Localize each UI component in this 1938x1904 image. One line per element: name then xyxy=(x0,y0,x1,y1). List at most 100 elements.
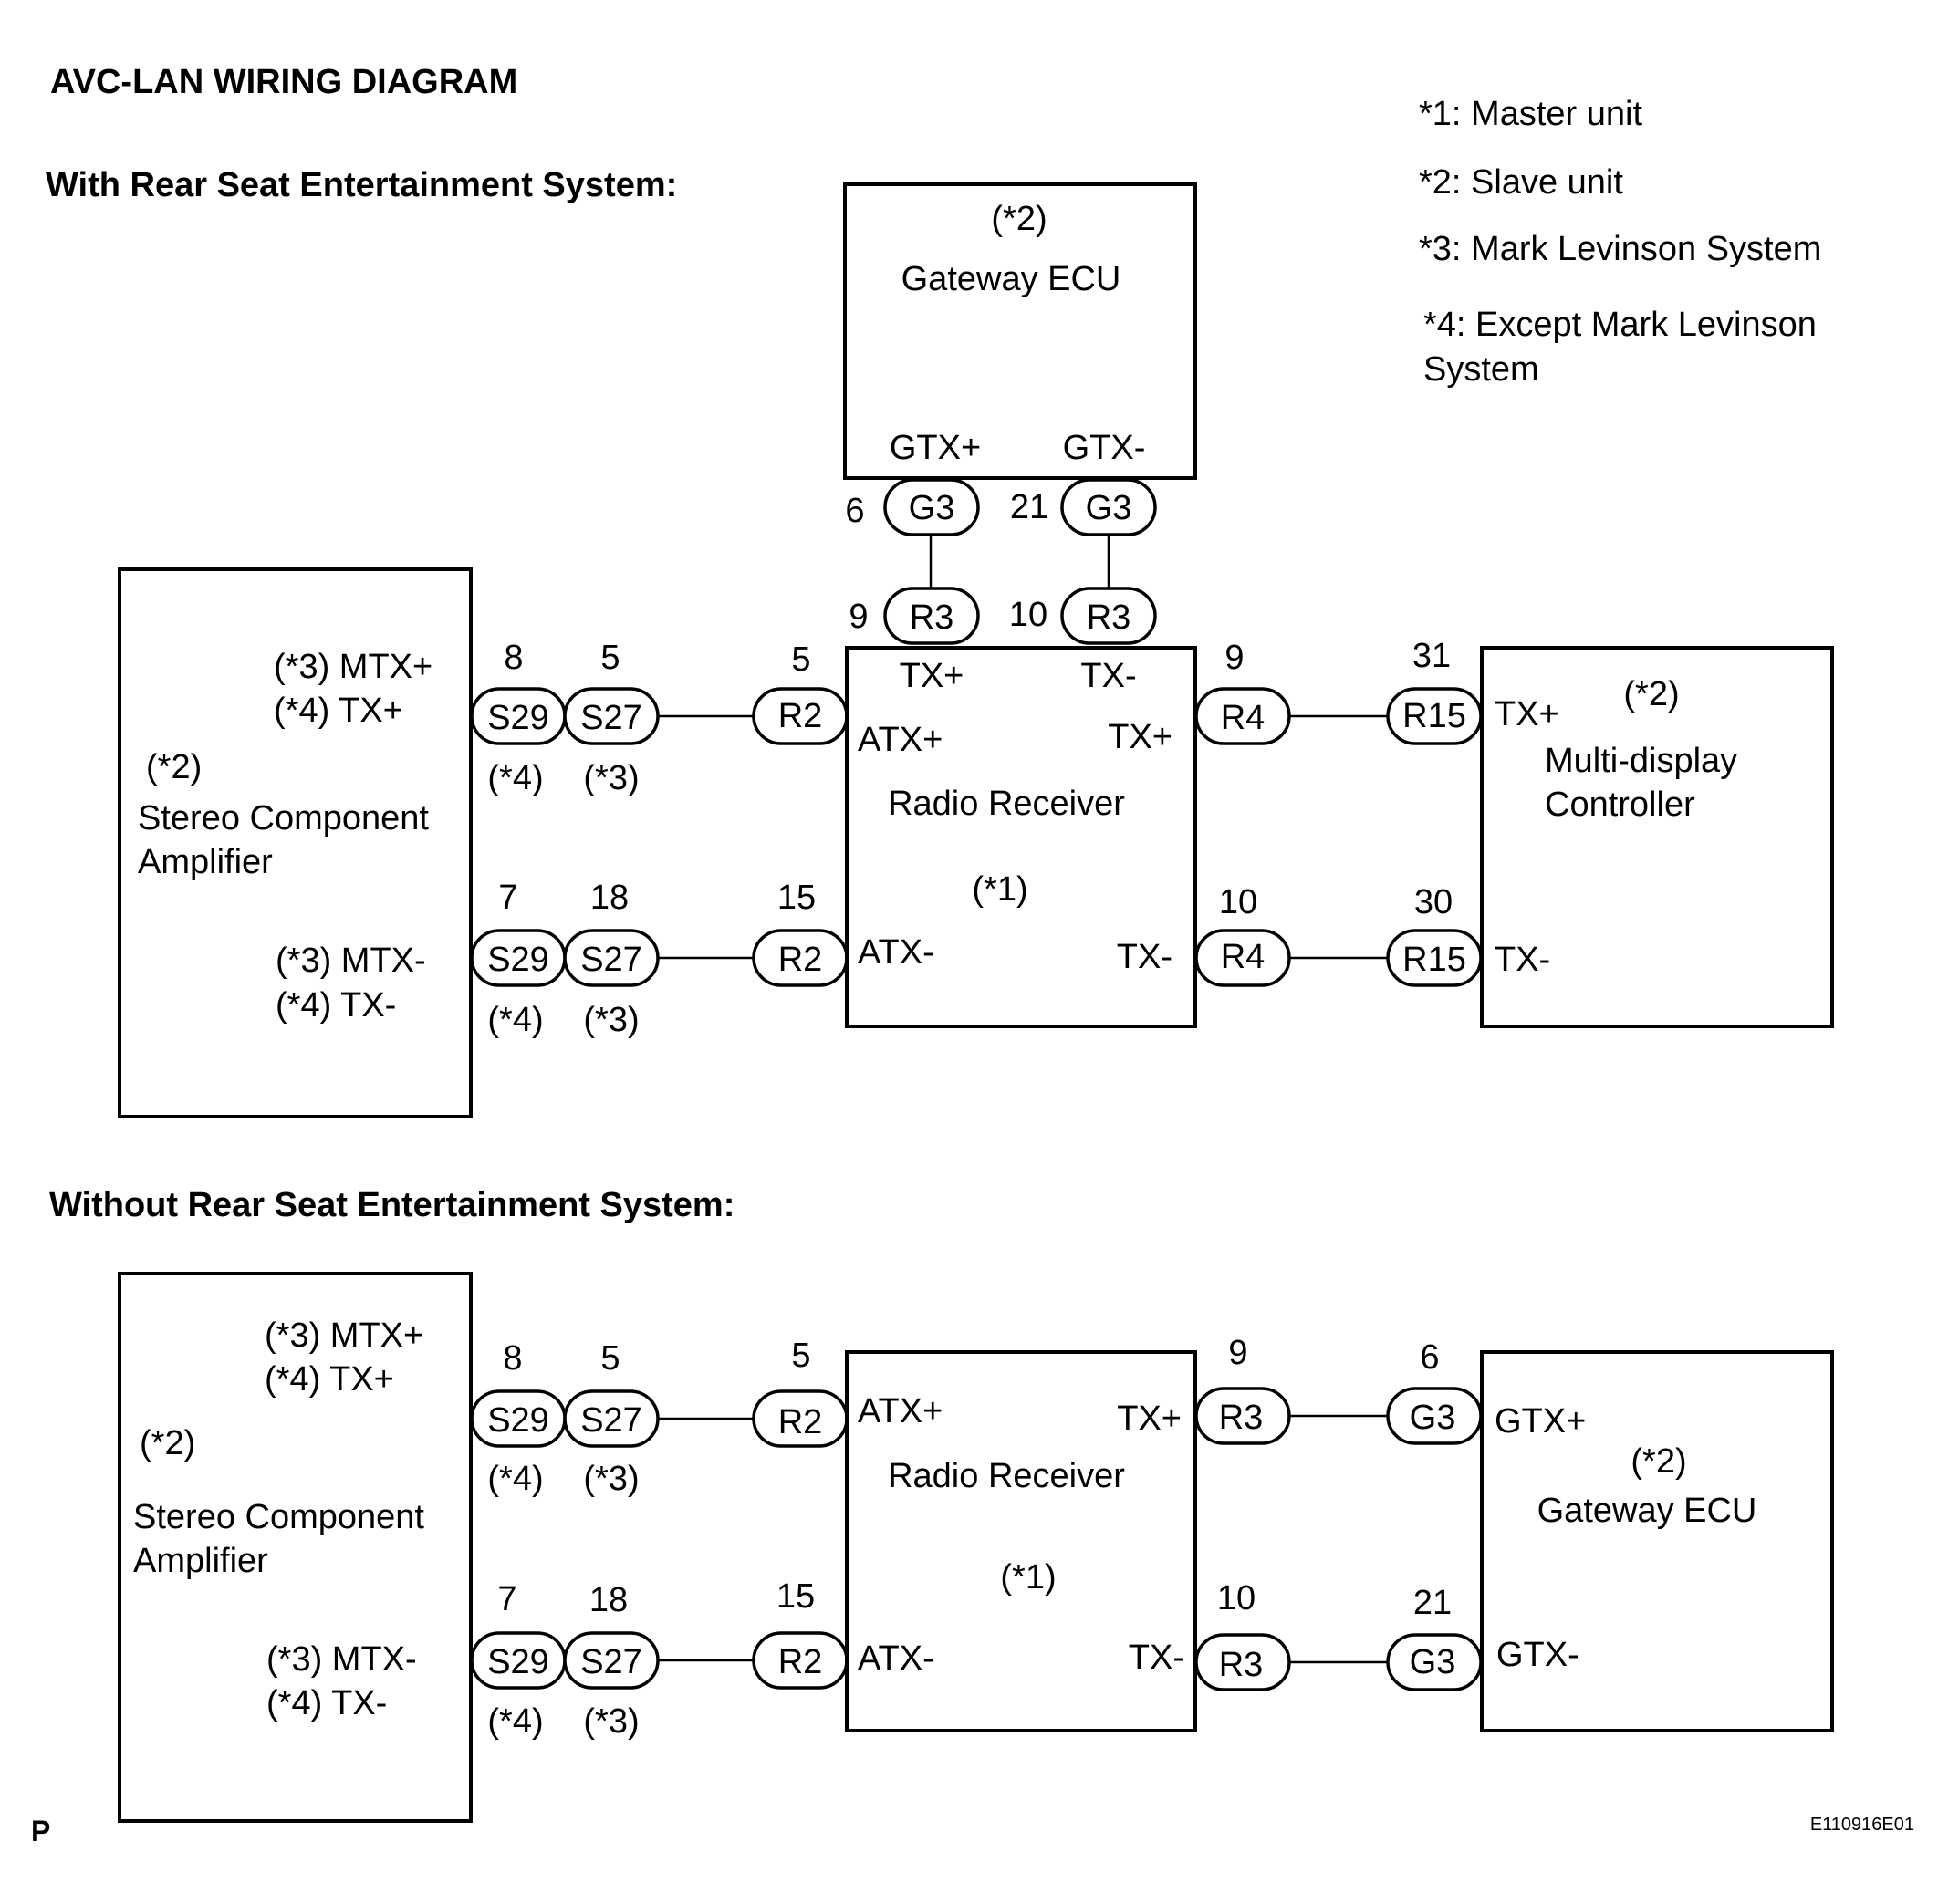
connector-r2-pin5: R2 xyxy=(752,687,849,745)
pin-r4-10: 10 xyxy=(1219,883,1257,921)
pin2-g3-6: 6 xyxy=(1420,1338,1439,1377)
amp2-mtx-minus: (*3) MTX- xyxy=(266,1640,417,1679)
gateway-gtx-plus: GTX+ xyxy=(890,429,981,467)
radio-tx-minus-right: TX- xyxy=(1117,938,1172,976)
amp-name: Stereo Component xyxy=(138,799,429,838)
section-with-rse: With Rear Seat Entertainment System: (*2… xyxy=(46,166,1834,1118)
svg-text:G3: G3 xyxy=(1410,1399,1456,1437)
connector-s27-pin18: S27 xyxy=(563,929,660,987)
amp2-mtx-plus: (*3) MTX+ xyxy=(265,1316,423,1355)
svg-text:G3: G3 xyxy=(1410,1643,1456,1681)
gateway-name: Gateway ECU xyxy=(901,260,1121,298)
pin-s27-18: 18 xyxy=(590,879,629,917)
radio-name: Radio Receiver xyxy=(888,785,1125,823)
connector2-s29-pin8: S29 xyxy=(470,1389,567,1448)
tag-s29-lower: (*4) xyxy=(487,1001,543,1039)
connector2-g3-pin21: G3 xyxy=(1386,1633,1483,1691)
gateway2-gtx-plus: GTX+ xyxy=(1495,1402,1586,1441)
connector-s27-pin5: S27 xyxy=(563,687,660,745)
connector-s29-pin8: S29 xyxy=(470,687,567,745)
gateway-ecu-box: (*2) Gateway ECU GTX+ GTX- xyxy=(843,182,1197,480)
tag-s27-lower: (*3) xyxy=(583,1001,639,1039)
svg-text:S29: S29 xyxy=(487,1401,549,1440)
pin-s29-8: 8 xyxy=(504,639,523,677)
amplifier-box: (*3) MTX+ (*4) TX+ (*2) Stereo Component… xyxy=(118,567,473,1118)
radio2-tx-minus-right: TX- xyxy=(1129,1639,1184,1677)
svg-text:S29: S29 xyxy=(487,941,549,979)
note-mark-levinson: *3: Mark Levinson System xyxy=(1419,230,1821,268)
tag2-s29-upper: (*4) xyxy=(487,1460,543,1498)
pin-r3-10: 10 xyxy=(1009,596,1047,634)
mdc-tx-plus: TX+ xyxy=(1495,695,1559,734)
tag2-s27-lower: (*3) xyxy=(583,1702,639,1741)
mdc-slave-tag: (*2) xyxy=(1623,675,1679,713)
svg-text:R3: R3 xyxy=(910,598,954,637)
connector2-g3-pin6: G3 xyxy=(1386,1387,1483,1445)
connector-r3-pin9: R3 xyxy=(883,587,980,645)
radio-tx-plus-right: TX+ xyxy=(1108,718,1172,756)
radio-atx-plus: ATX+ xyxy=(858,721,943,759)
svg-text:S27: S27 xyxy=(580,1643,642,1681)
svg-text:R2: R2 xyxy=(778,1643,823,1681)
svg-text:S29: S29 xyxy=(487,699,549,737)
amplifier-box-2: (*3) MTX+ (*4) TX+ (*2) Stereo Component… xyxy=(118,1272,473,1823)
svg-text:G3: G3 xyxy=(1086,489,1132,527)
svg-text:R3: R3 xyxy=(1219,1399,1264,1437)
amp2-tx-plus: (*4) TX+ xyxy=(265,1360,394,1399)
radio-atx-minus: ATX- xyxy=(858,933,934,972)
note-slave-unit: *2: Slave unit xyxy=(1419,163,1623,202)
radio2-tx-plus-right: TX+ xyxy=(1117,1399,1182,1438)
pin2-r3-9: 9 xyxy=(1228,1334,1247,1372)
connector2-r2-pin15: R2 xyxy=(752,1631,849,1690)
connector-s29-pin7: S29 xyxy=(470,929,567,987)
pin2-r2-5: 5 xyxy=(791,1337,810,1375)
svg-text:S27: S27 xyxy=(580,1401,642,1440)
svg-text:R3: R3 xyxy=(1219,1646,1264,1684)
svg-text:R2: R2 xyxy=(778,1403,823,1441)
connector2-r2-pin5: R2 xyxy=(752,1389,849,1448)
amp-mtx-minus: (*3) MTX- xyxy=(276,942,426,980)
radio2-atx-minus: ATX- xyxy=(858,1639,934,1678)
svg-text:R15: R15 xyxy=(1402,697,1466,735)
connector-g3-pin21: G3 xyxy=(1060,478,1157,536)
mdc-name-line2: Controller xyxy=(1545,786,1695,824)
pin2-r2-15: 15 xyxy=(776,1577,815,1616)
radio-receiver-box: TX+ TX- ATX+ TX+ Radio Receiver (*1) ATX… xyxy=(845,646,1197,1028)
pin-g3-6: 6 xyxy=(845,492,864,530)
svg-text:R4: R4 xyxy=(1221,938,1266,976)
svg-text:G3: G3 xyxy=(909,489,955,527)
pin-r15-31: 31 xyxy=(1412,637,1451,675)
pin-r2-15: 15 xyxy=(777,879,816,917)
svg-text:R4: R4 xyxy=(1221,699,1266,737)
connector-r15-pin30: R15 xyxy=(1386,929,1483,987)
connector2-s27-pin5: S27 xyxy=(563,1389,660,1448)
connector-r3-pin10: R3 xyxy=(1060,587,1157,645)
amp2-name: Stereo Component xyxy=(133,1498,424,1536)
tag-s29-upper: (*4) xyxy=(487,759,543,797)
pin-r3-9: 9 xyxy=(849,598,868,636)
mdc-name: Multi-display xyxy=(1545,742,1737,780)
connector2-s27-pin18: S27 xyxy=(563,1631,660,1690)
radio2-master-tag: (*1) xyxy=(1000,1558,1056,1597)
connector2-s29-pin7: S29 xyxy=(470,1631,567,1690)
note-except-mark-levinson: *4: Except Mark Levinson xyxy=(1423,306,1817,344)
section-without-rse: Without Rear Seat Entertainment System: … xyxy=(49,1186,1834,1823)
radio-tx-plus-top: TX+ xyxy=(900,657,964,695)
pin2-s27-18: 18 xyxy=(589,1581,628,1619)
connector2-r3-pin9: R3 xyxy=(1194,1387,1291,1445)
svg-text:S29: S29 xyxy=(487,1643,549,1681)
amp-tx-minus: (*4) TX- xyxy=(276,986,396,1025)
amp-name-line2: Amplifier xyxy=(138,843,273,881)
pin-g3-21: 21 xyxy=(1010,488,1048,526)
connector-r2-pin15: R2 xyxy=(752,929,849,987)
amp2-tx-minus: (*4) TX- xyxy=(266,1684,387,1722)
gateway-gtx-minus: GTX- xyxy=(1063,429,1146,467)
connector-r4-pin9: R4 xyxy=(1194,687,1291,745)
pin-s29-7: 7 xyxy=(498,879,517,917)
connector-g3-pin6: G3 xyxy=(883,478,980,536)
pin2-s27-5: 5 xyxy=(600,1339,620,1378)
pin-r4-9: 9 xyxy=(1224,639,1244,677)
pin2-s29-7: 7 xyxy=(497,1580,516,1618)
radio-receiver-box-2: ATX+ TX+ Radio Receiver (*1) ATX- TX- xyxy=(845,1350,1197,1732)
svg-text:R3: R3 xyxy=(1087,598,1131,637)
